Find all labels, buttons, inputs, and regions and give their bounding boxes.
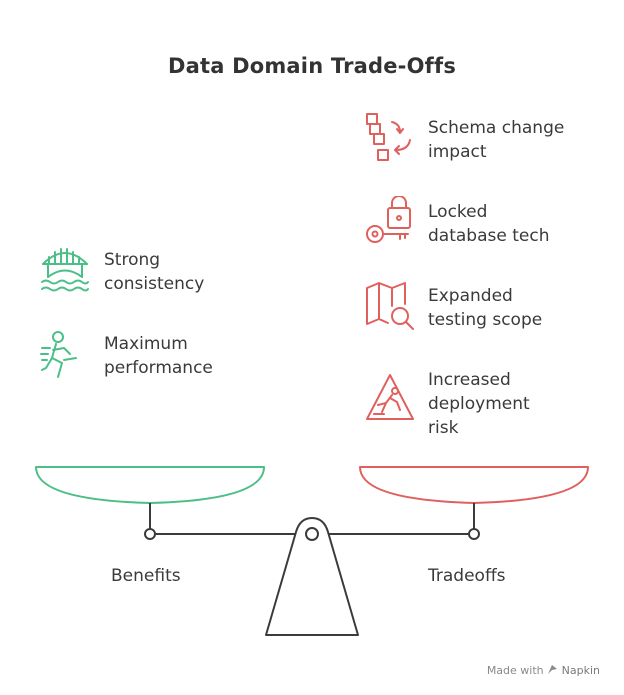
benefits-pivot xyxy=(144,528,156,540)
footer: Made with Napkin xyxy=(487,664,600,677)
diagram-title: Data Domain Trade-Offs xyxy=(167,54,457,78)
tradeoff-item-deployment-risk: Increased deployment risk xyxy=(428,370,530,438)
map-search-icon xyxy=(364,280,416,336)
fulcrum-pivot xyxy=(305,527,319,541)
benefit-item-maximum-performance: Maximum performance xyxy=(104,334,213,378)
tradeoffs-pan xyxy=(359,466,589,504)
schema-blocks-icon xyxy=(364,112,414,168)
napkin-logo-icon xyxy=(547,664,562,677)
footer-made-with: Made with xyxy=(486,664,544,677)
footer-brand: Napkin xyxy=(561,664,600,677)
runner-icon xyxy=(40,330,84,384)
lock-key-icon xyxy=(364,195,416,252)
tradeoffs-pivot xyxy=(468,528,480,540)
scale-fulcrum xyxy=(265,517,359,636)
tradeoffs-label: Tradeoffs xyxy=(428,566,506,586)
warning-fall-icon xyxy=(364,372,416,428)
benefits-pan xyxy=(35,466,265,504)
benefit-item-strong-consistency: Strong consistency xyxy=(104,250,205,294)
tradeoff-item-schema-change: Schema change impact xyxy=(428,118,565,162)
bridge-icon xyxy=(40,244,90,298)
benefits-label: Benefits xyxy=(111,566,181,586)
tradeoff-item-locked-db: Locked database tech xyxy=(428,202,550,246)
tradeoff-item-testing-scope: Expanded testing scope xyxy=(428,286,543,330)
